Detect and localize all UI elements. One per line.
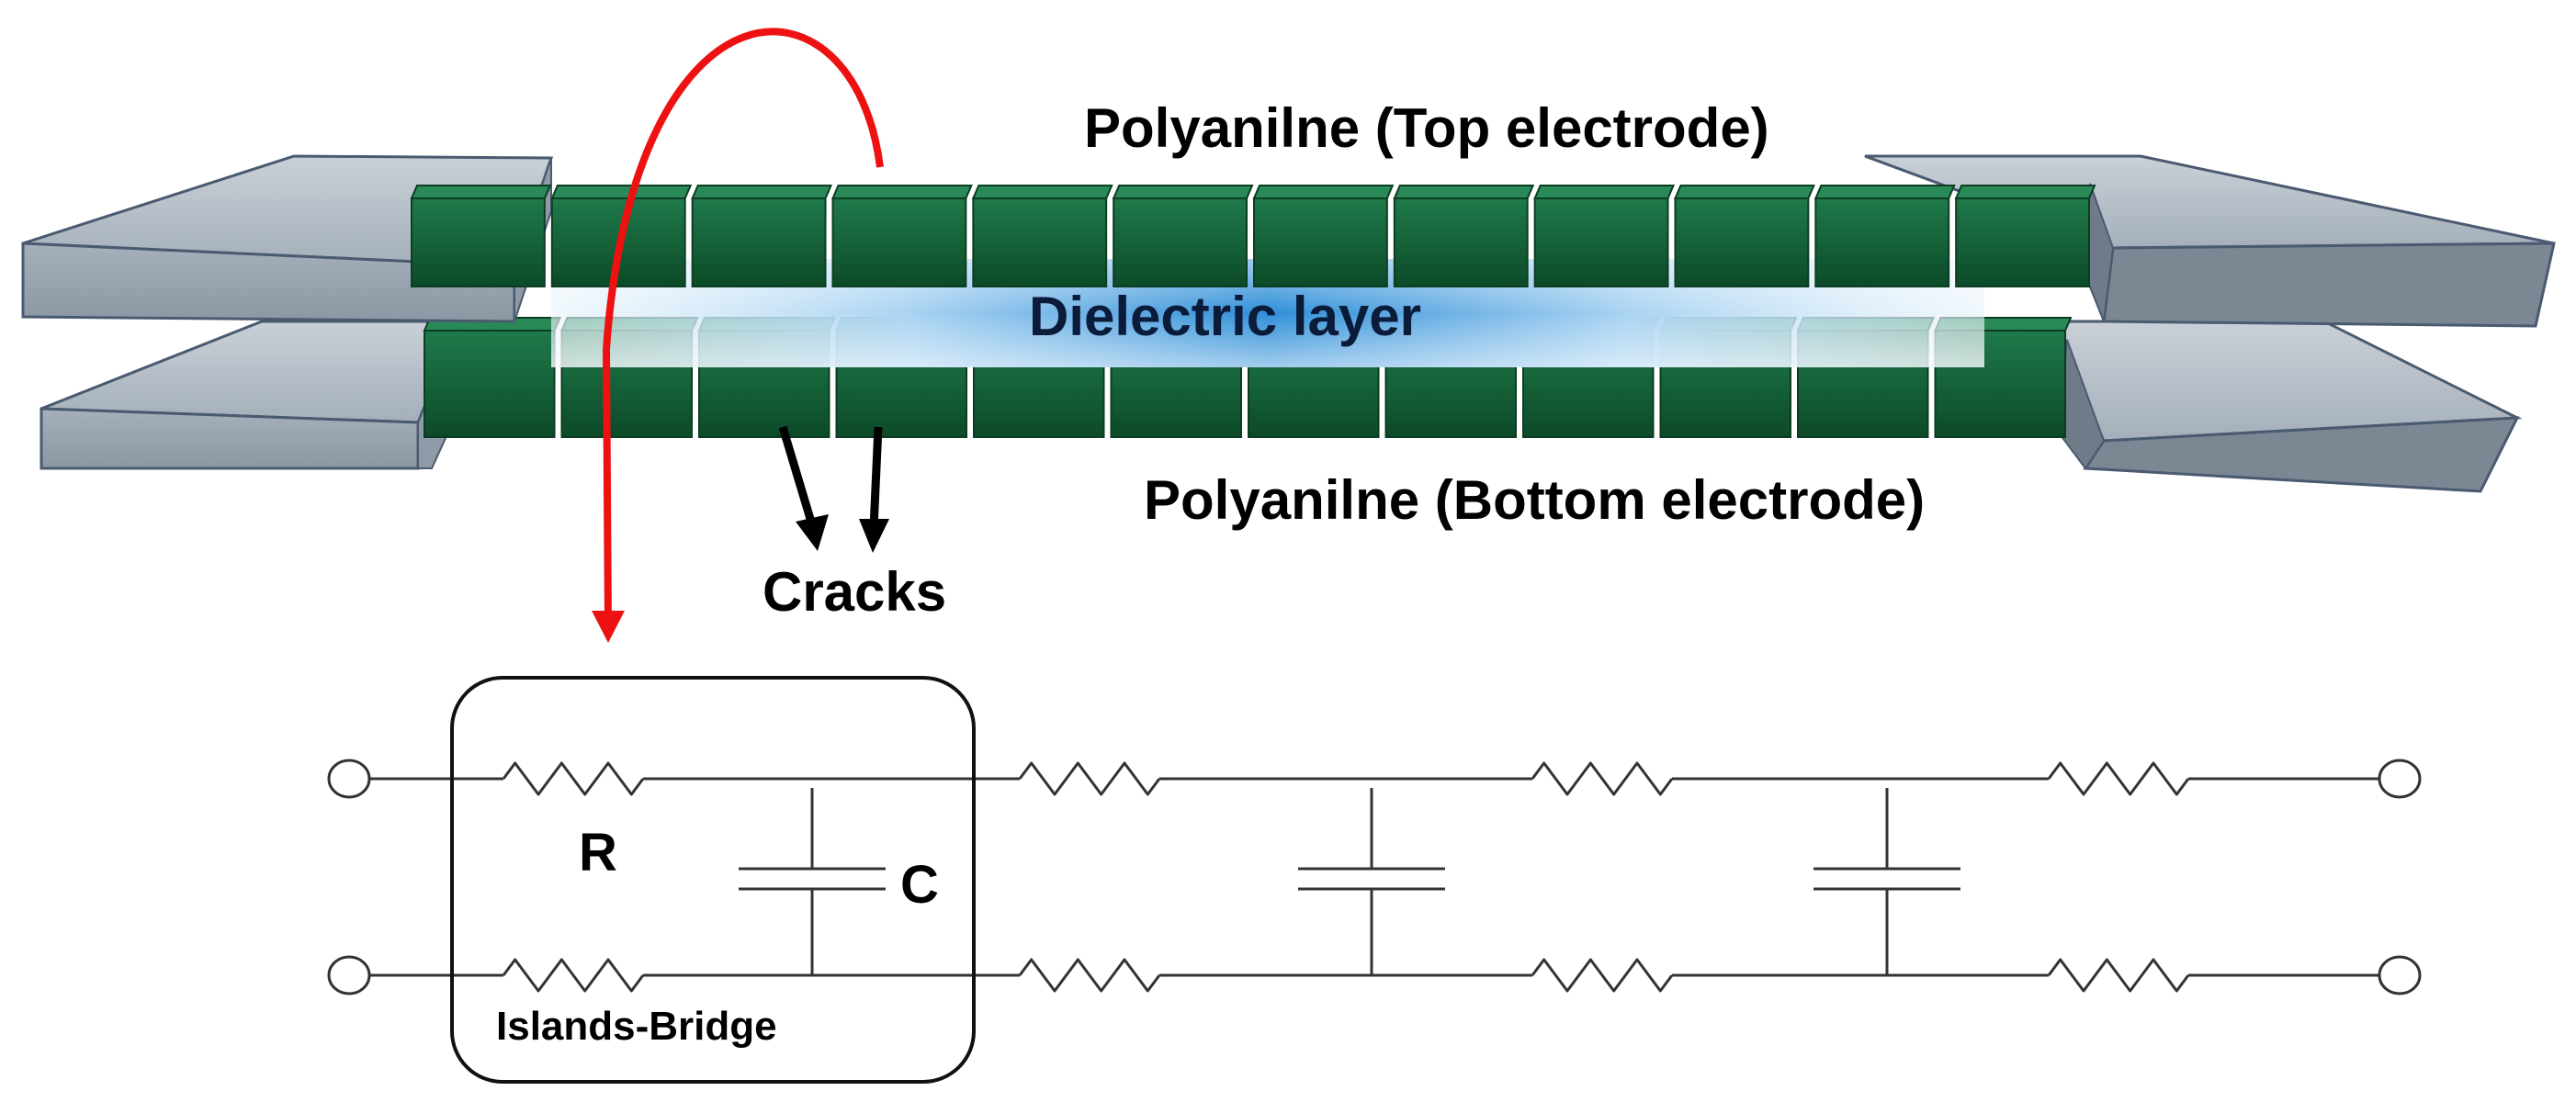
top-electrode-island [1393,185,1535,287]
resistor-symbol [1531,761,1674,796]
top-electrode-island [1954,185,2096,287]
resistor-label: R [579,823,617,883]
unit-cell-box [450,676,976,1084]
terminal-node [2378,955,2422,995]
red-zoom-arrow [603,28,884,350]
equivalent-circuit [327,759,2422,995]
terminal-node [327,759,371,799]
capacitor-symbol [739,788,886,975]
top-electrode-island [830,185,973,287]
terminal-node [327,955,371,995]
cracks-label: Cracks [763,561,946,623]
capacitor-symbol [1813,788,1960,975]
capacitor-symbol [1298,788,1445,975]
top-electrode-islands [410,185,2096,287]
red-arrow-tail [603,348,612,630]
crack-arrows [778,425,889,553]
top-electrode-island [1252,185,1395,287]
capacitor-label: C [900,855,939,915]
dielectric-label: Dielectric layer [1029,286,1421,347]
resistor-symbol [1018,958,1161,993]
bottom-right-substrate-pad [2046,320,2523,493]
bottom-electrode-island [423,317,562,438]
top-electrode-island [410,185,552,287]
top-electrode-island [691,185,833,287]
top-electrode-island [1813,185,1956,287]
bottom-left-substrate-pad [40,320,479,470]
top-electrode-label: Polyanilne (Top electrode) [1084,97,1769,159]
resistor-symbol [1018,761,1161,796]
resistor-symbol [502,958,645,993]
resistor-symbol [2047,958,2190,993]
top-electrode-island [971,185,1113,287]
bottom-electrode-label: Polyanilne (Bottom electrode) [1144,469,1925,531]
top-electrode-island [1673,185,1815,287]
terminal-node [2378,759,2422,799]
resistor-symbol [2047,761,2190,796]
top-electrode-island [1112,185,1254,287]
resistor-symbol [502,761,645,796]
red-arrow-head [592,611,625,643]
unit-cell-label: Islands-Bridge [496,1004,777,1049]
top-electrode-island [1533,185,1676,287]
resistor-symbol [1531,958,1674,993]
